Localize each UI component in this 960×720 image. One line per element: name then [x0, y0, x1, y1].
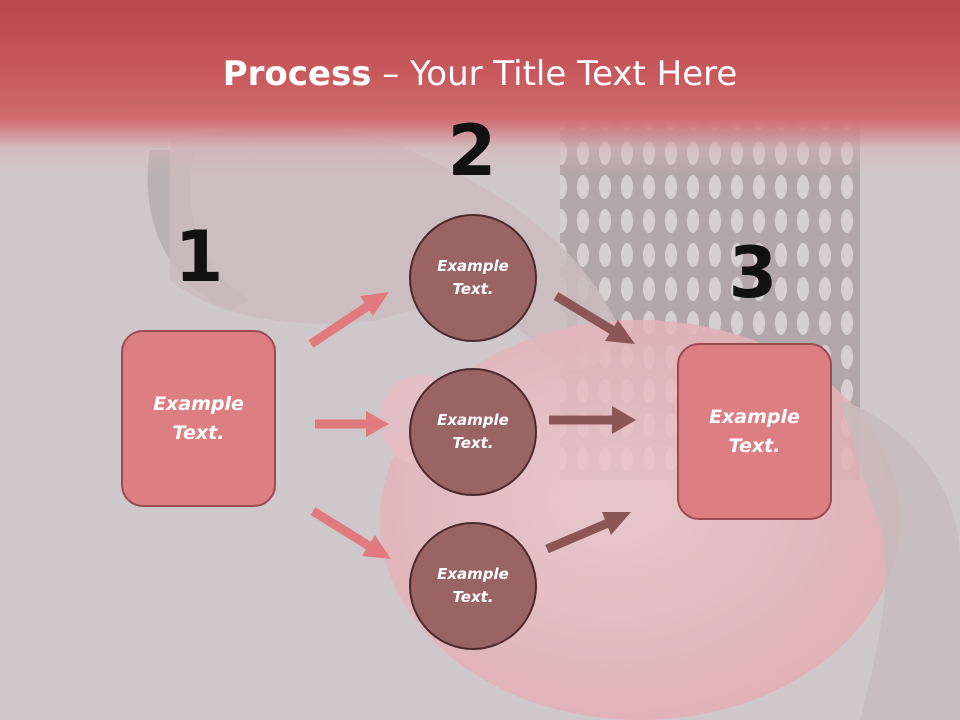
circle-bottom[interactable]: Example Text.	[409, 522, 537, 650]
circle-top[interactable]: Example Text.	[409, 214, 537, 342]
circle-bottom-label: Example Text.	[437, 565, 509, 606]
title-bold: Process	[222, 54, 372, 94]
step-1-box[interactable]: Example Text.	[121, 330, 276, 507]
step-number-3: 3	[728, 232, 778, 314]
step-1-label: Example Text.	[153, 392, 244, 444]
circle-middle[interactable]: Example Text.	[409, 368, 537, 496]
circle-middle-label: Example Text.	[437, 411, 509, 452]
circle-top-label: Example Text.	[437, 257, 509, 298]
title-band	[0, 0, 960, 175]
step-number-2: 2	[447, 110, 497, 192]
step-3-label: Example Text.	[709, 405, 800, 457]
title-rest: – Your Title Text Here	[371, 54, 738, 94]
step-number-1: 1	[174, 216, 224, 298]
slide-title: Process – Your Title Text Here	[0, 52, 960, 96]
step-3-box[interactable]: Example Text.	[677, 343, 832, 520]
